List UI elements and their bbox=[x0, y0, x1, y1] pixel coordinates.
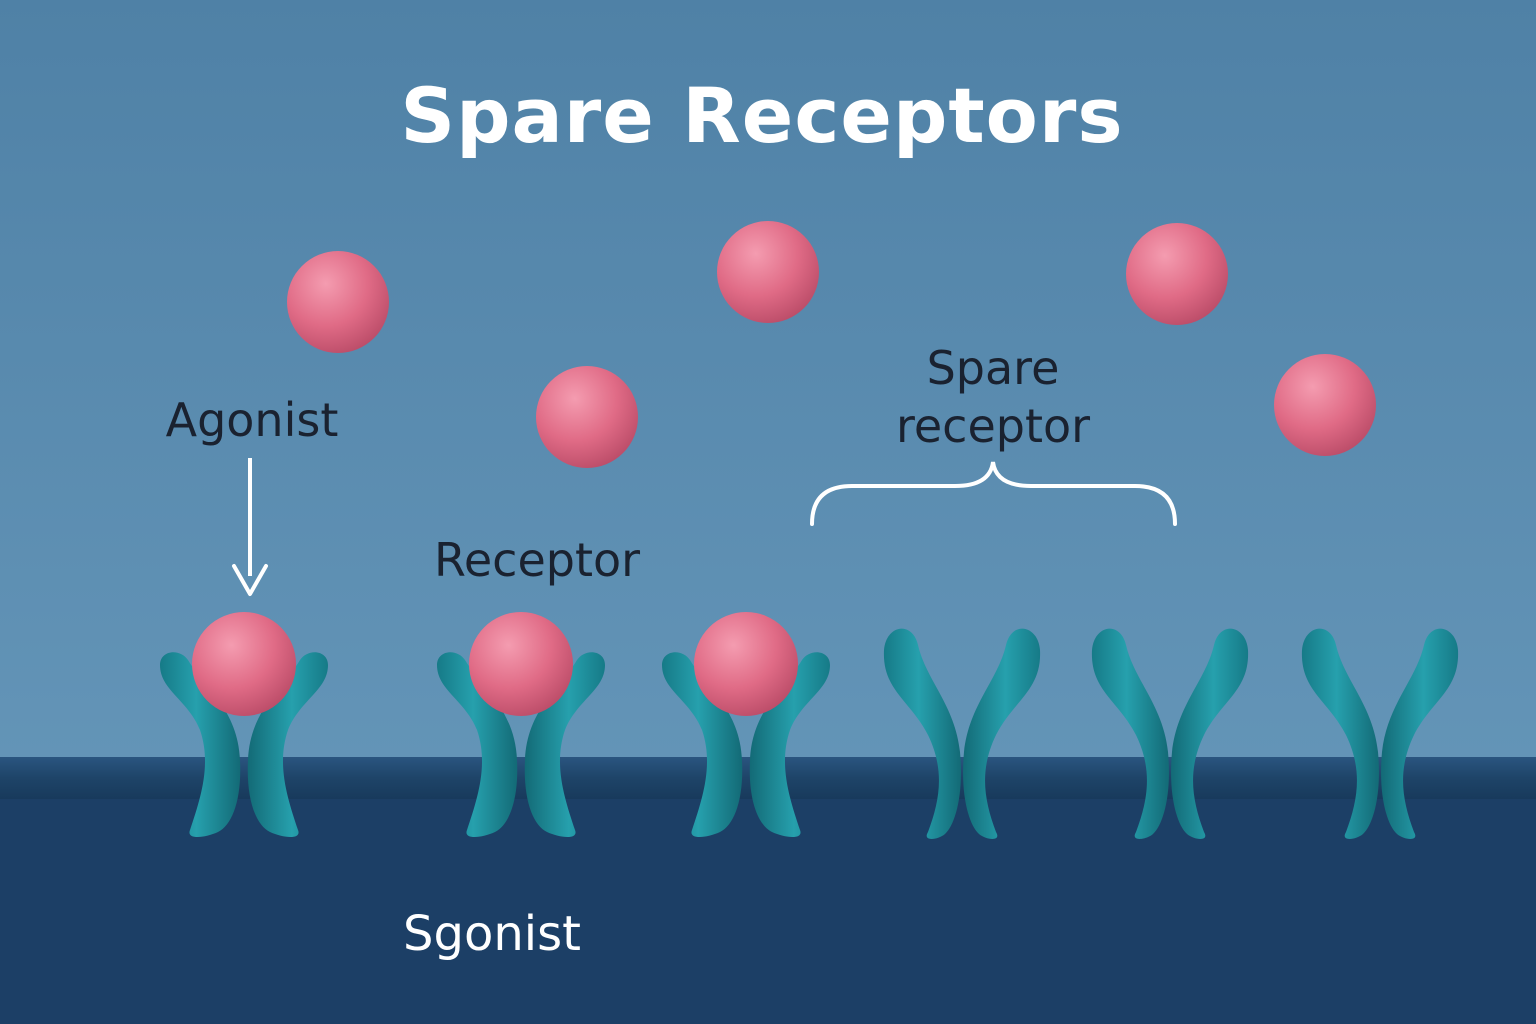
free-agonist-2 bbox=[717, 221, 819, 323]
receptor-arm-left bbox=[662, 652, 743, 837]
receptor-label: Receptor bbox=[434, 533, 640, 587]
receptor-arm-right bbox=[524, 652, 605, 837]
receptor-arm-left bbox=[883, 628, 961, 839]
receptor-arm-right bbox=[963, 628, 1041, 839]
receptor-arm-right bbox=[247, 652, 328, 837]
receptor-arm-left bbox=[160, 652, 241, 837]
spare-receptor-brace bbox=[810, 461, 1177, 526]
receptor-6-spare bbox=[1301, 628, 1459, 839]
spare-receptor-label-line1: Spare bbox=[927, 341, 1060, 395]
agonist-label: Agonist bbox=[166, 393, 339, 447]
receptor-2-bound bbox=[437, 612, 605, 837]
receptor-5-spare bbox=[1091, 628, 1249, 839]
membrane-interior bbox=[0, 795, 1536, 1024]
free-agonist-3 bbox=[536, 366, 638, 468]
membrane-label: Sgonist bbox=[403, 906, 581, 962]
receptor-layer bbox=[160, 612, 1459, 839]
diagram-title: Spare Receptors bbox=[400, 71, 1123, 160]
bound-agonist bbox=[192, 612, 296, 716]
receptor-arm-left bbox=[1091, 628, 1169, 839]
spare-receptor-label-line2: receptor bbox=[896, 399, 1090, 453]
bound-agonist bbox=[694, 612, 798, 716]
receptor-4-spare bbox=[883, 628, 1041, 839]
receptor-3-bound bbox=[662, 612, 830, 837]
free-agonist-4 bbox=[1126, 223, 1228, 325]
free-agonists bbox=[287, 221, 1376, 468]
receptor-arm-right bbox=[749, 652, 830, 837]
receptor-arm-right bbox=[1171, 628, 1249, 839]
bound-agonist bbox=[469, 612, 573, 716]
receptor-1-bound bbox=[160, 612, 328, 837]
free-agonist-1 bbox=[287, 251, 389, 353]
agonist-arrow-head bbox=[232, 564, 268, 596]
free-agonist-5 bbox=[1274, 354, 1376, 456]
receptor-arm-left bbox=[437, 652, 518, 837]
receptor-arm-right bbox=[1381, 628, 1459, 839]
receptor-arm-left bbox=[1301, 628, 1379, 839]
